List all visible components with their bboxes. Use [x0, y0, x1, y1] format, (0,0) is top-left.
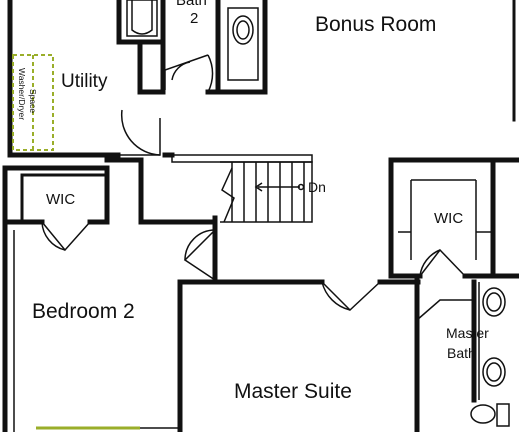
washer-dryer-space-label: Space: [28, 89, 38, 113]
master-bath-label-line1: Master: [446, 325, 489, 341]
toilet-icon: [470, 404, 496, 424]
master-sink-bottom-icon: [482, 357, 506, 387]
washer-dryer-space: [12, 54, 54, 151]
bedroom-2-label: Bedroom 2: [32, 300, 135, 323]
utility-label: Utility: [61, 71, 108, 92]
fixtures: [232, 15, 510, 427]
stairs-direction-label: Dn: [308, 179, 326, 195]
wic-right-label: WIC: [434, 210, 463, 227]
bonus-room-label: Bonus Room: [315, 13, 436, 36]
master-sink-top-icon: [482, 287, 506, 317]
bath-2-sink-icon: [232, 15, 254, 45]
master-bath-label-line2: Bath: [447, 345, 476, 361]
bath-2-label: Bath: [176, 0, 207, 9]
bath-2-number-label: 2: [190, 10, 198, 27]
washer-dryer-label: Washer/Dryer: [17, 68, 27, 120]
wic-left-label: WIC: [46, 191, 75, 208]
inner-lines: [13, 0, 493, 432]
master-suite-label: Master Suite: [234, 380, 352, 403]
door-swings: [41, 54, 474, 321]
stairs: [171, 154, 313, 223]
